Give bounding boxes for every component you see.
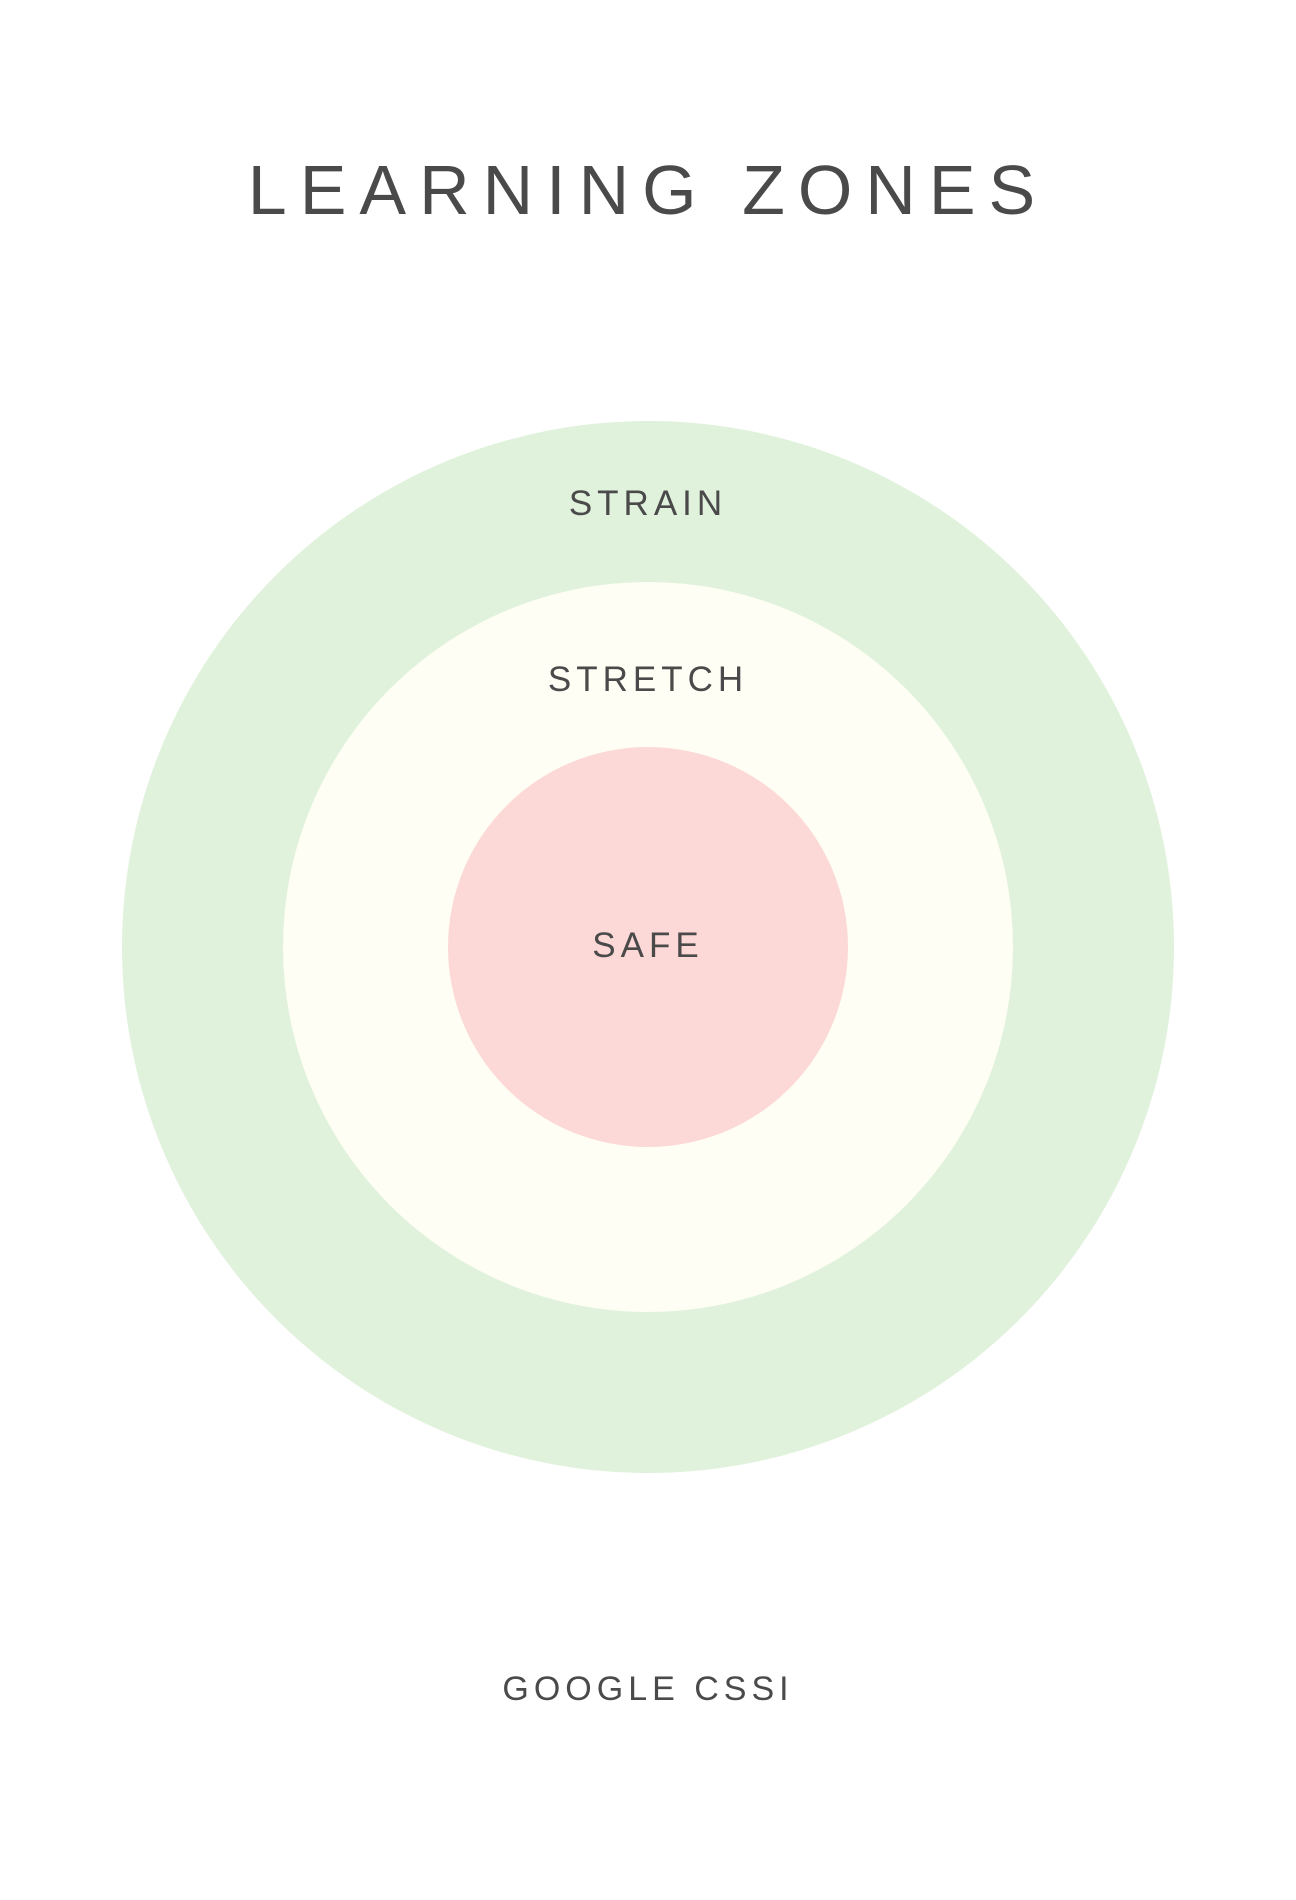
safe-zone-label: SAFE <box>592 926 704 965</box>
footer-credit: GOOGLE CSSI <box>502 1670 794 1708</box>
stretch-zone-label: STRETCH <box>547 660 749 699</box>
safe-zone-circle <box>448 747 848 1147</box>
strain-zone-label: STRAIN <box>568 484 728 523</box>
page-title: LEARNING ZONES <box>247 151 1049 229</box>
